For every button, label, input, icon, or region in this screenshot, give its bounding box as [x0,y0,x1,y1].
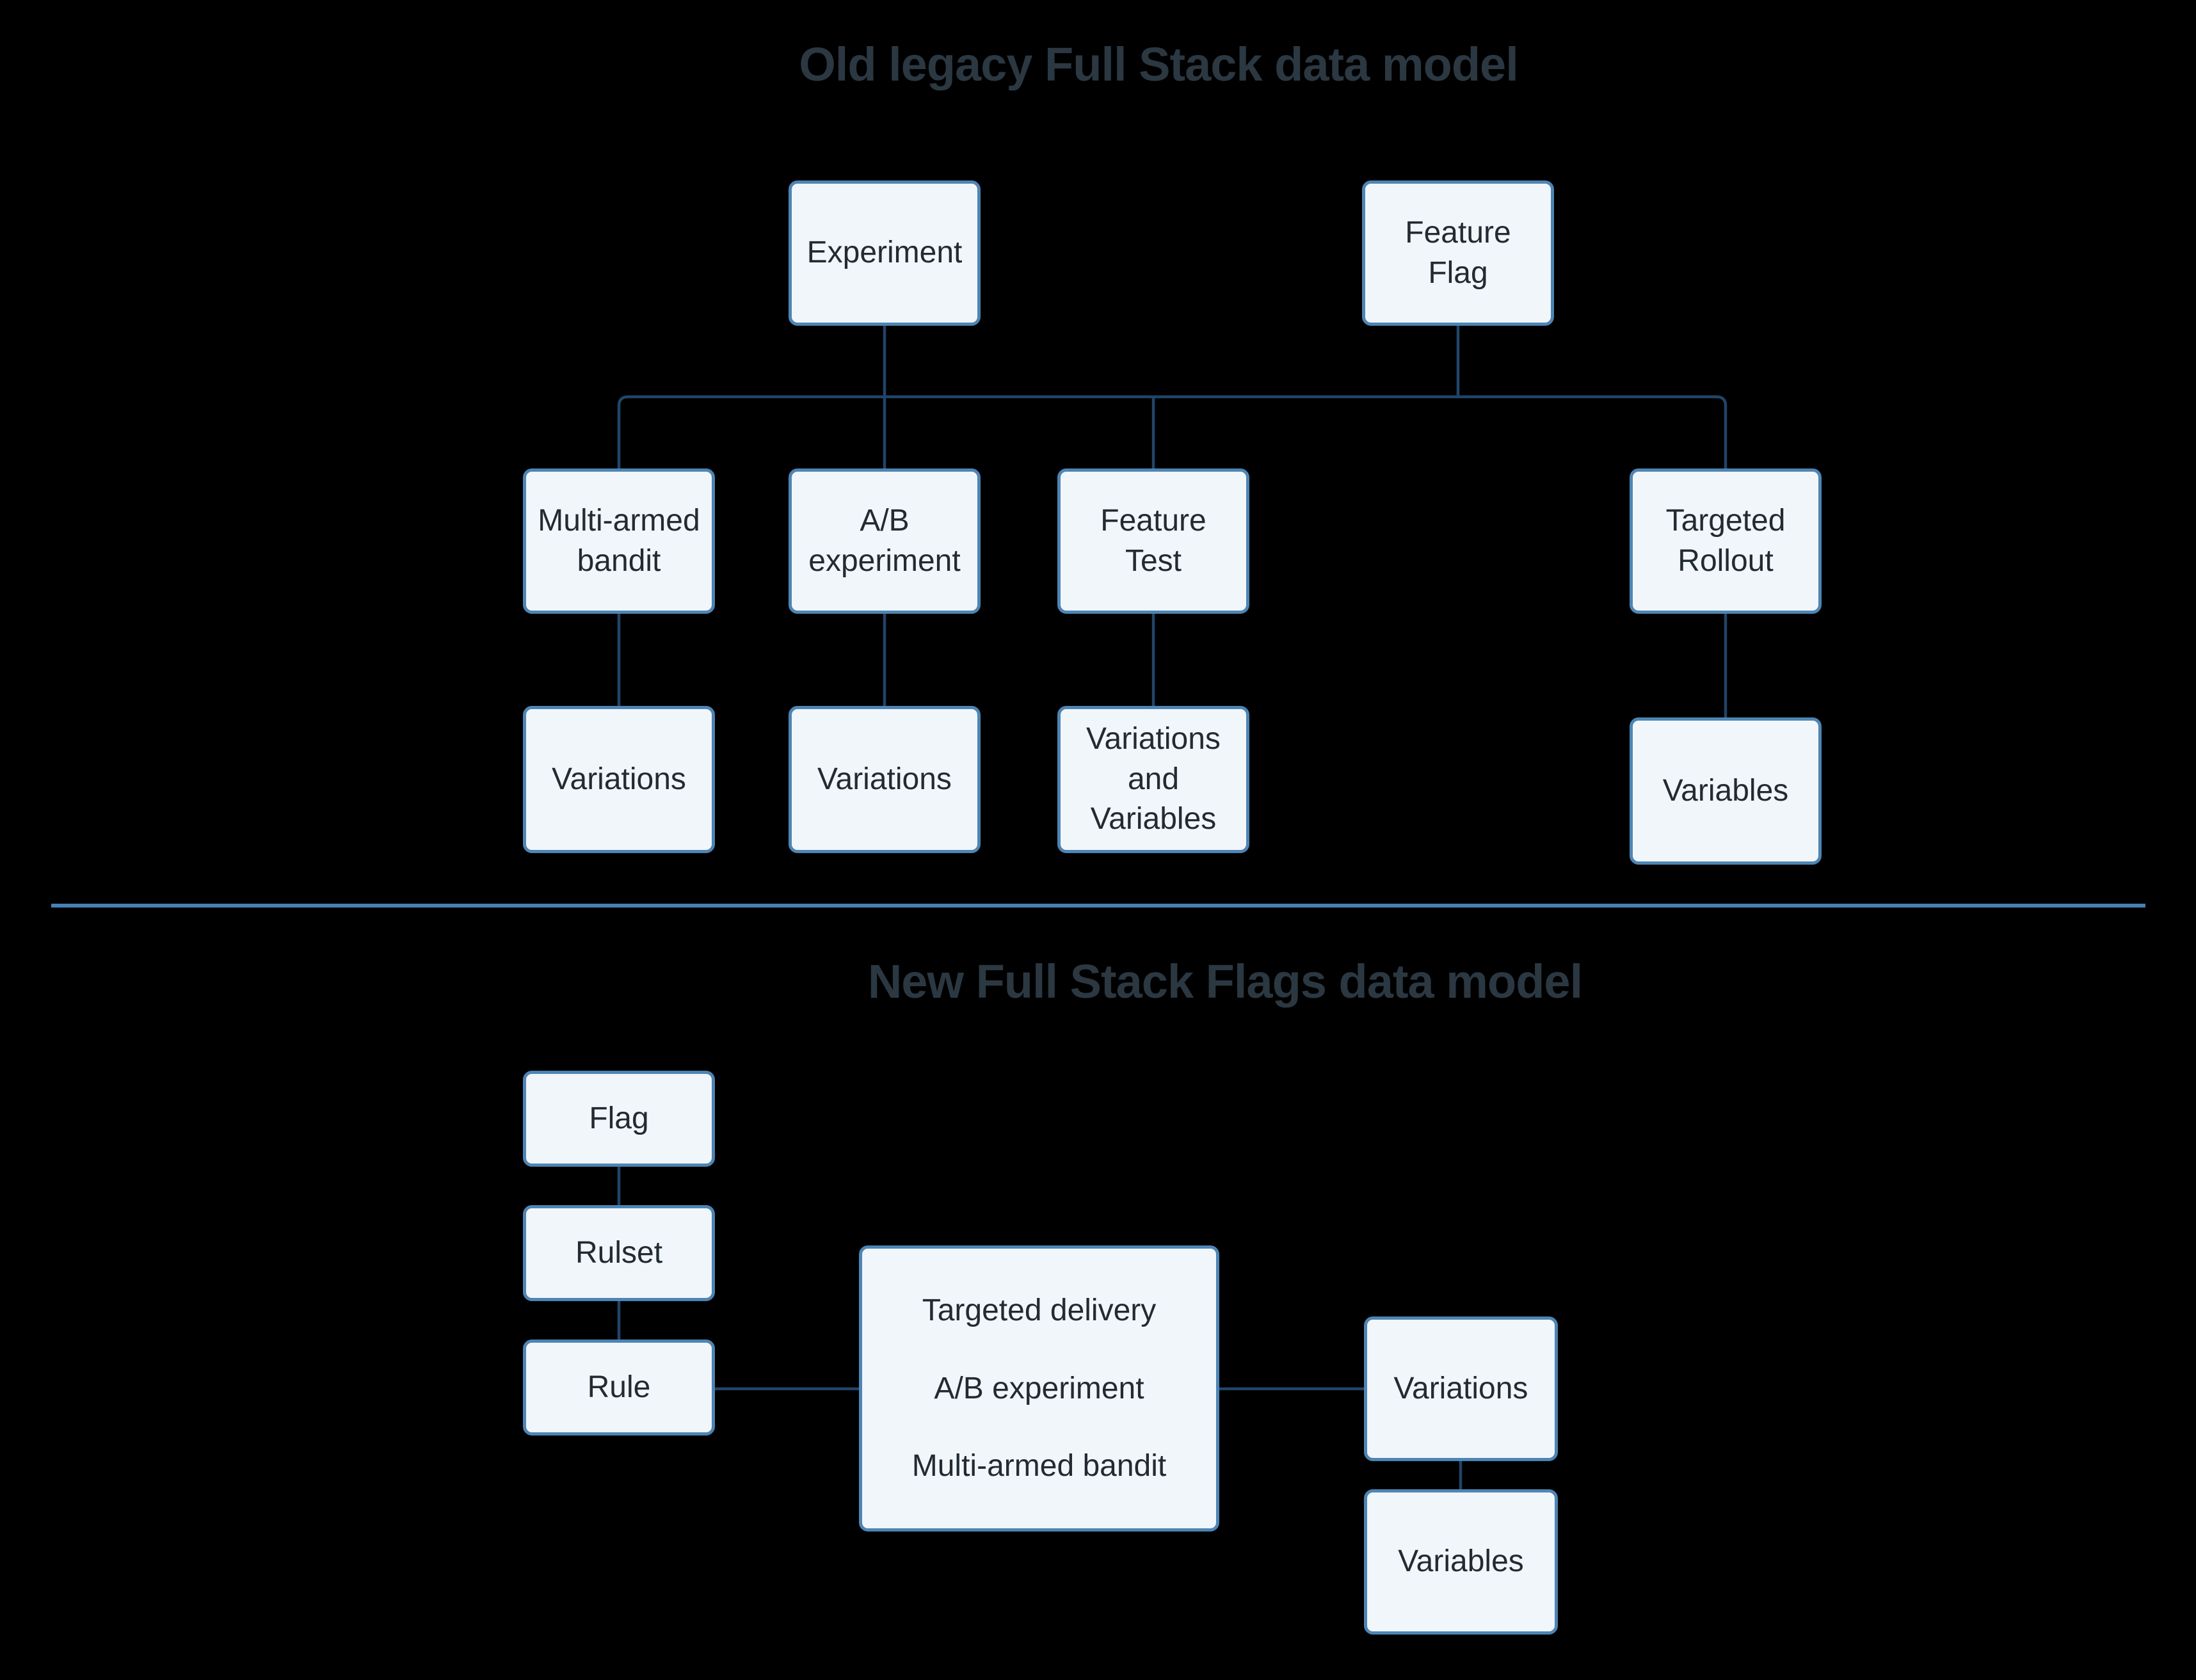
node-variations-and-variables: Variations and Variables [1057,706,1249,853]
node-variations-under-mab: Variations [523,706,715,853]
delivery-line-targeted-delivery: Targeted delivery [922,1293,1157,1328]
node-multi-armed-bandit: Multi-armed bandit [523,468,715,614]
edge-bus [617,395,1727,468]
node-delivery-types: Targeted delivery A/B experiment Multi-a… [859,1245,1219,1532]
delivery-line-multi-armed-bandit: Multi-armed bandit [911,1449,1167,1484]
node-rulset: Rulset [523,1205,715,1301]
node-rule: Rule [523,1340,715,1436]
delivery-line-ab-experiment: A/B experiment [934,1371,1144,1405]
node-variations-under-ab: Variations [789,706,981,853]
node-targeted-rollout: Targeted Rollout [1630,468,1822,614]
new-model-title: New Full Stack Flags data model [867,955,1583,1008]
node-feature-test: Feature Test [1057,468,1249,614]
old-model-title: Old legacy Full Stack data model [799,38,1519,91]
node-flag: Flag [523,1071,715,1167]
node-feature-flag: Feature Flag [1362,180,1554,326]
node-experiment: Experiment [789,180,981,326]
node-variables-new: Variables [1364,1489,1558,1635]
node-variations-new: Variations [1364,1316,1558,1461]
node-variables-old: Variables [1630,717,1822,865]
node-ab-experiment: A/B experiment [789,468,981,614]
